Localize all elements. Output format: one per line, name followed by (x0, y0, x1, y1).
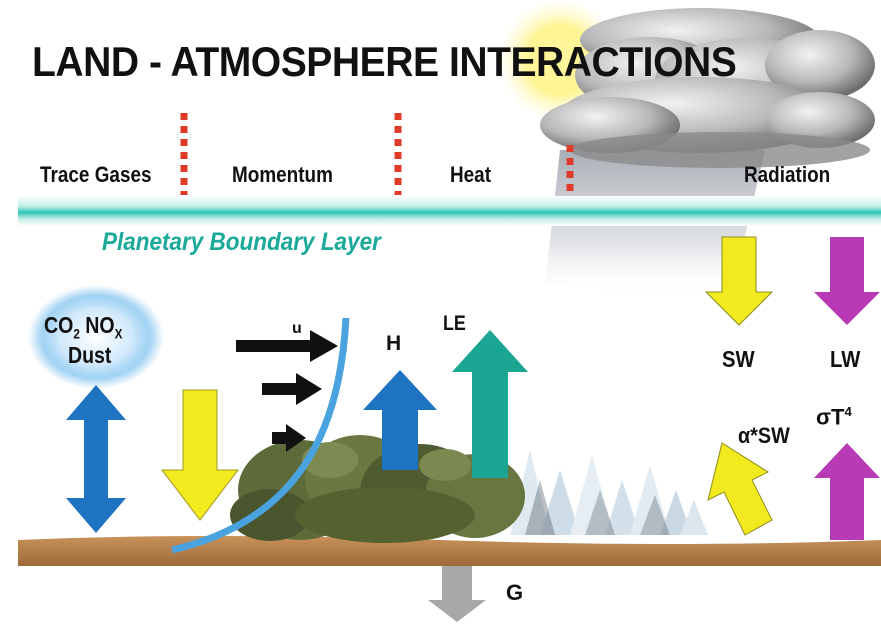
longwave-up-arrow (814, 443, 880, 540)
category-heat: Heat (450, 162, 492, 187)
co2-subscript: 2 (73, 326, 80, 342)
longwave-down-arrow (814, 237, 880, 325)
category-momentum: Momentum (232, 162, 333, 187)
sigma-t-label: σT (816, 404, 845, 430)
ground-heat-label: G (506, 580, 524, 605)
category-trace-gases: Trace Gases (40, 162, 152, 187)
nox-subscript: X (114, 326, 123, 342)
wind-arrow-low (272, 424, 306, 452)
boundary-layer-band (18, 196, 881, 226)
sensible-heat-label: H (386, 332, 402, 355)
latent-heat-label: LE (443, 312, 466, 335)
category-radiation: Radiation (744, 162, 831, 187)
co2-label: CO (44, 312, 74, 338)
storm-cloud (540, 8, 875, 168)
sensible-heat-arrow (363, 370, 437, 470)
boundary-layer-label: Planetary Boundary Layer (102, 228, 381, 256)
page-title: LAND - ATMOSPHERE INTERACTIONS (32, 38, 737, 85)
ground-strip (18, 536, 881, 566)
reflected-shortwave-label: α*SW (738, 423, 790, 448)
wind-profile-curve (171, 317, 350, 554)
longwave-label: LW (830, 346, 861, 372)
latent-heat-arrow (452, 330, 528, 478)
snowy-forest (510, 450, 708, 535)
gas-glow (28, 285, 164, 389)
gas-species-label: CO2 NOX (44, 312, 122, 342)
wind-speed-label: u (292, 320, 302, 337)
sigma-t-exponent: 4 (844, 404, 852, 419)
wind-arrow-top (236, 330, 338, 362)
shortwave-down-arrow (704, 236, 774, 326)
trace-gas-double-arrow (66, 385, 126, 533)
wind-arrow-mid (262, 373, 322, 405)
emitted-longwave-label: σT4 (816, 404, 852, 430)
shortwave-down-arrow-left (160, 389, 240, 521)
nox-label: NO (85, 312, 115, 338)
dust-label: Dust (68, 342, 112, 368)
shortwave-label: SW (722, 346, 755, 372)
ground-heat-arrow (428, 566, 486, 622)
reflected-shortwave-arrow (707, 442, 773, 536)
